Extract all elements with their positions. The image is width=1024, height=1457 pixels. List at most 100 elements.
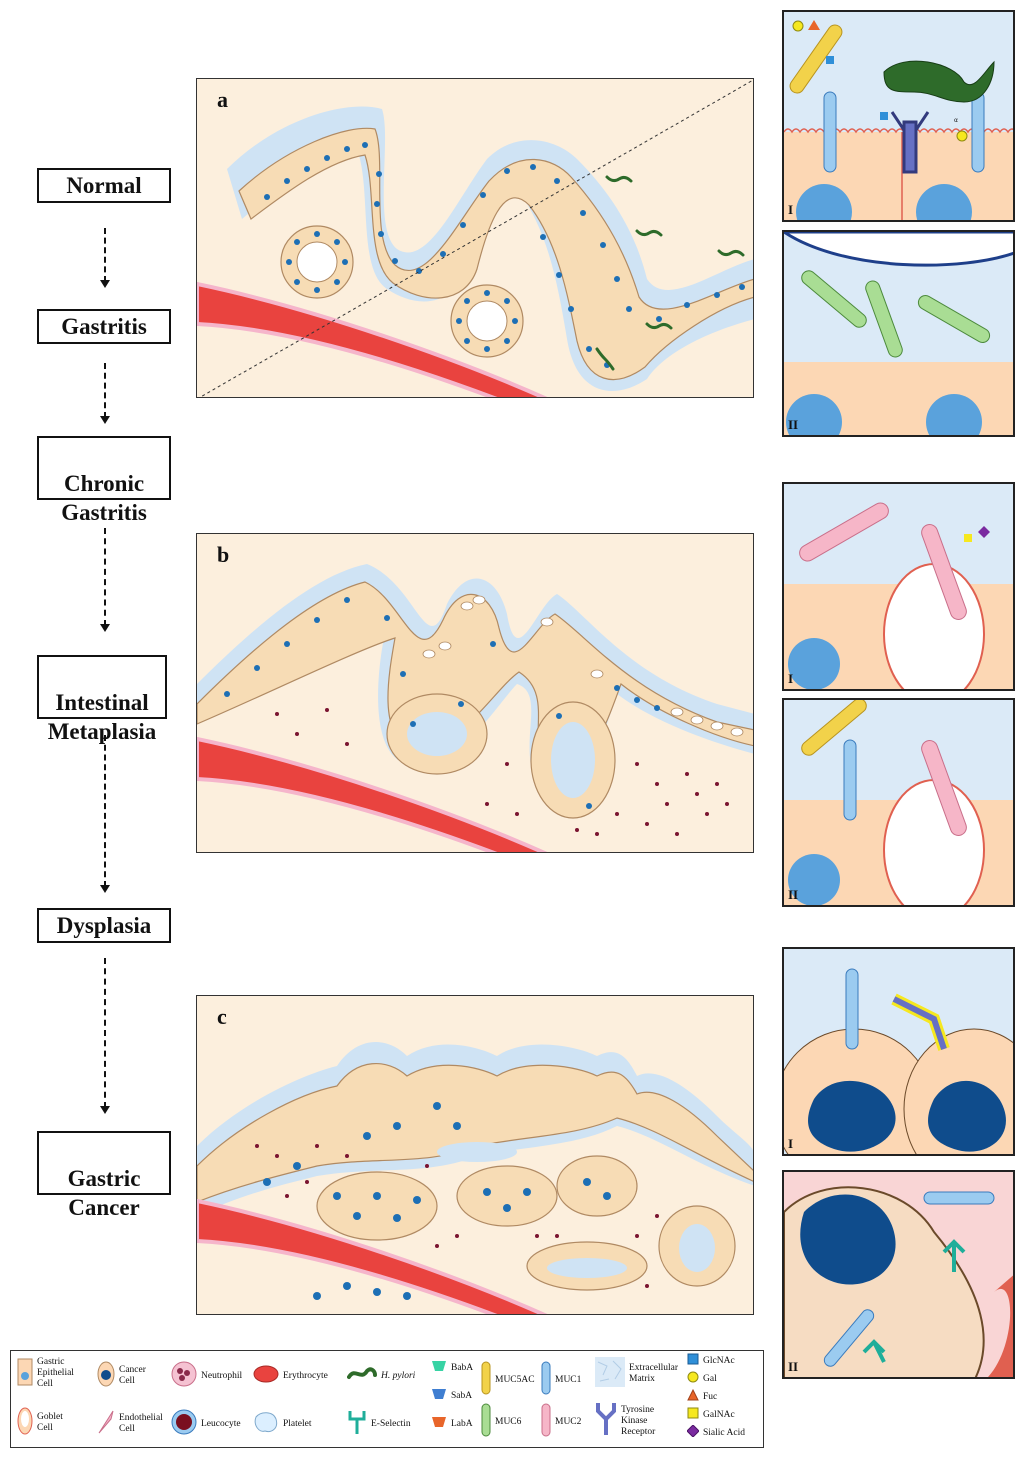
laba-icon (431, 1415, 447, 1433)
baba-icon (431, 1359, 447, 1377)
e-selectin (942, 1239, 966, 1272)
gland-left (280, 225, 354, 299)
inset-b-ii: II (782, 698, 1015, 907)
muc5ac-mucin (789, 24, 843, 94)
stage-dysplasia: Dysplasia (37, 908, 171, 943)
goblet-cell-icon (17, 1407, 33, 1439)
legend-tyrosine-kinase-receptor-label: Tyrosine Kinase Receptor (621, 1404, 656, 1437)
legend-gal-label: Gal (703, 1373, 717, 1384)
muc1-mucin (823, 91, 837, 173)
nucleus (788, 638, 840, 689)
muc6-icon (481, 1403, 491, 1441)
muc6-mucin (865, 280, 903, 358)
legend-muc1: MUC1 (541, 1361, 581, 1399)
legend-fuc-label: Fuc (703, 1391, 718, 1402)
inset-c-ii-illustration (784, 1186, 1013, 1377)
legend-muc6: MUC6 (481, 1403, 521, 1441)
nucleus (916, 184, 972, 220)
extracellular-matrix-icon (595, 1357, 625, 1391)
legend-glcnac: GlcNAc (687, 1353, 735, 1369)
stage-gastric-cancer-label: Gastric Cancer (67, 1166, 141, 1220)
e-selectin (862, 1339, 886, 1363)
legend-gal: Gal (687, 1371, 717, 1387)
epithelial-cell-icon (17, 1358, 33, 1390)
legend-galnac: GalNAc (687, 1407, 735, 1423)
gland-lumens (437, 1142, 715, 1278)
panel-c-gastric-cancer: c (196, 995, 754, 1315)
epithelial-nuclei (224, 597, 660, 809)
legend-leucocyte-label: Leucocyte (201, 1418, 241, 1429)
legend-sialic-acid: Sialic Acid (686, 1424, 745, 1441)
stage-normal-label: Normal (66, 173, 142, 198)
cancer-nucleus (800, 1194, 896, 1285)
legend-muc2-label: MUC2 (555, 1416, 582, 1427)
progression-arrow-5 (100, 958, 110, 1114)
muc1-mucin (923, 1191, 995, 1205)
inset-a-i-label: I (788, 202, 794, 217)
tyrosine-kinase-receptor (890, 111, 930, 174)
panel-b-illustration (197, 564, 753, 852)
legend-endothelial-cell-label: Endothelial Cell (119, 1413, 163, 1434)
legend-h-pylori-label: H. pylori (381, 1370, 416, 1381)
panel-a-illustration (197, 79, 753, 397)
goblet-vacuole (883, 563, 985, 689)
zoom-guide-line (199, 79, 753, 397)
neutrophil-icon (171, 1361, 197, 1391)
progression-arrow-3 (100, 528, 110, 632)
leucocyte-icon (171, 1409, 197, 1439)
cancer-nucleus (808, 1080, 896, 1152)
stage-gastritis: Gastritis (37, 309, 171, 344)
tyrosine-kinase-receptor-icon (595, 1401, 617, 1441)
muc2-icon (541, 1403, 551, 1441)
panel-a-label: a (217, 87, 228, 112)
stage-chronic-gastritis-label: Chronic Gastritis (61, 471, 147, 525)
legend-e-selectin: E-Selectin (347, 1409, 411, 1439)
glcnac (880, 112, 888, 120)
progression-arrow-4 (100, 735, 110, 893)
platelet-icon (253, 1409, 279, 1439)
nucleus (786, 394, 842, 435)
muc2-mucin (799, 502, 889, 562)
epithelial-nuclei (264, 142, 745, 368)
legend-muc5ac: MUC5AC (481, 1361, 535, 1399)
fuc (808, 20, 820, 30)
h-pylori-icon (347, 1365, 377, 1387)
legend-sialic-acid-label: Sialic Acid (703, 1427, 745, 1438)
inset-a-ii-label: II (788, 417, 799, 432)
legend-platelet-label: Platelet (283, 1418, 312, 1429)
inset-b-i: I (782, 482, 1015, 691)
legend-epithelial-cell-label: Gastric Epithelial Cell (37, 1357, 74, 1389)
legend-baba-label: BabA (451, 1362, 474, 1373)
legend-e-selectin-label: E-Selectin (371, 1418, 411, 1429)
nucleus (926, 394, 982, 435)
inset-c-i: I (782, 947, 1015, 1156)
legend-fuc: Fuc (687, 1388, 718, 1405)
glcnac (826, 56, 834, 64)
goblet-vacuole (883, 779, 985, 905)
inset-c-i-label: I (788, 1136, 794, 1151)
legend-saba-label: SabA (451, 1390, 473, 1401)
fuc-icon (687, 1388, 699, 1405)
muc1-icon (541, 1361, 551, 1399)
inset-a-i: I α (782, 10, 1015, 222)
legend-cancer-cell-label: Cancer Cell (119, 1365, 146, 1386)
legend-endothelial-cell: Endothelial Cell (97, 1409, 163, 1439)
progression-arrow-1 (100, 228, 110, 288)
muc2-mucin (921, 740, 967, 836)
legend-muc5ac-label: MUC5AC (495, 1374, 535, 1385)
panel-b-intestinal-metaplasia: b (196, 533, 754, 853)
immune-infiltrate (275, 708, 729, 836)
nucleus (788, 854, 840, 905)
erythrocyte-icon (253, 1365, 279, 1387)
inset-a-ii-illustration (784, 232, 1013, 435)
inset-a-ii: II (782, 230, 1015, 437)
blood-vessel (197, 1198, 548, 1314)
sialic-acid (978, 526, 990, 538)
muc5ac-icon (481, 1361, 491, 1399)
stage-intestinal-metaplasia: Intestinal Metaplasia (37, 655, 167, 744)
inset-b-i-illustration (784, 502, 1013, 689)
legend-epithelial-cell: Gastric Epithelial Cell (17, 1357, 74, 1390)
legend-saba: SabA (431, 1387, 472, 1405)
muc1-mucin (823, 1309, 875, 1367)
legend-laba: LabA (431, 1415, 473, 1433)
